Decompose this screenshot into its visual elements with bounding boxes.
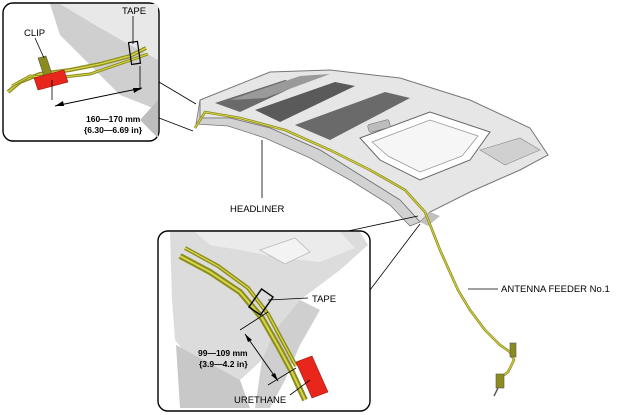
label-antenna-feeder: ANTENNA FEEDER No.1 <box>501 284 610 295</box>
label-tape-bottom: TAPE <box>312 294 336 305</box>
callout-line-top-2 <box>158 117 194 132</box>
callout-line-top-1 <box>158 81 197 105</box>
inset-bottom: TAPE 99—109 mm {3.9—4.2 in} URETHANE <box>157 230 371 412</box>
label-tape-top: TAPE <box>122 6 146 17</box>
antenna-wire-main <box>193 110 517 397</box>
inset-top-left: TAPE CLIP 160—170 mm {6.30—6.69 in} <box>2 2 160 142</box>
label-dim-bottom-mm: 99—109 mm <box>198 348 248 358</box>
callout-line-bottom-1 <box>347 215 419 232</box>
label-headliner: HEADLINER <box>230 204 285 215</box>
label-clip: CLIP <box>24 28 45 39</box>
headliner-panel <box>195 69 549 227</box>
label-dim-bottom-in: {3.9—4.2 in} <box>199 359 248 369</box>
callout-line-bottom-2 <box>369 223 421 291</box>
label-dim-top-mm: 160—170 mm <box>86 114 141 124</box>
label-dim-top-in: {6.30—6.69 in} <box>84 125 143 135</box>
label-urethane: URETHANE <box>234 395 286 406</box>
